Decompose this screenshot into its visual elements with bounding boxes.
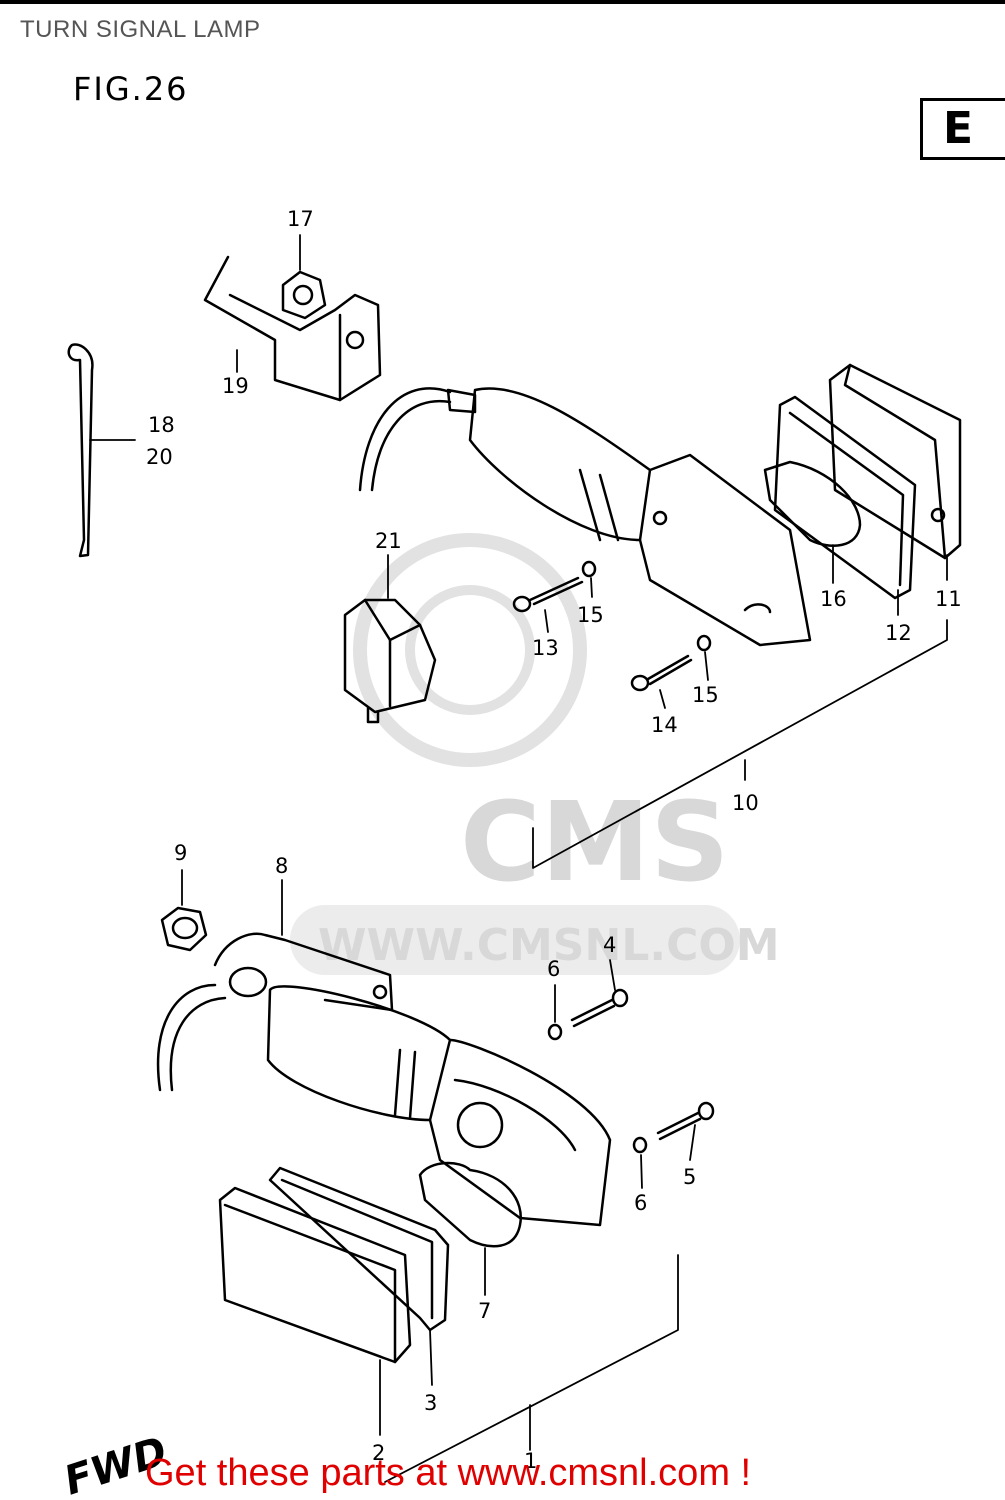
nut-9 [160,906,208,952]
callout-15b: 15 [692,683,719,707]
callout-21: 21 [375,529,402,553]
watermark-url: WWW.CMSNL.COM [318,920,780,971]
screw-4 [570,988,629,1028]
callout-9: 9 [174,841,187,865]
washer-15a [581,560,597,578]
figure-label: FIG.26 [73,70,189,108]
callout-13: 13 [532,636,559,660]
washer-15b [696,634,712,652]
region-code-letter: E [943,103,974,154]
callout-6b: 6 [634,1191,647,1215]
washer-6a [547,1023,563,1041]
callout-6a: 6 [547,957,560,981]
lens-2 [218,1186,412,1364]
callout-3: 3 [424,1391,437,1415]
bracket-19 [203,255,382,402]
callout-4: 4 [603,933,616,957]
gasket-3 [268,1166,450,1332]
callout-17: 17 [287,207,314,231]
watermark-brand: CMS [460,778,729,906]
screw-5 [656,1101,715,1141]
callout-15a: 15 [577,603,604,627]
callout-12: 12 [885,621,912,645]
rear-turn-signal-assembly [358,363,962,647]
front-turn-signal-assembly [156,932,612,1227]
page-title: TURN SIGNAL LAMP [20,16,261,43]
callout-11: 11 [935,587,962,611]
region-code-box: E [920,98,1005,160]
callout-20: 20 [146,445,173,469]
cable-tie-18 [67,343,94,558]
washer-6b [632,1136,648,1154]
callout-16: 16 [820,587,847,611]
callout-8: 8 [275,854,288,878]
screw-13 [512,576,584,613]
relay-21 [343,598,437,724]
callout-7: 7 [478,1299,491,1323]
callout-5: 5 [683,1165,696,1189]
nut-17 [281,270,327,320]
bulb-7 [418,1161,523,1248]
callout-10: 10 [732,791,759,815]
get-parts-link[interactable]: Get these parts at www.cmsnl.com ! [145,1452,752,1494]
leader-lines [89,234,948,1483]
callout-labels: 17 19 18 20 21 13 15 14 15 16 12 11 10 9… [146,207,962,1473]
callout-1: 1 [524,1449,537,1473]
callout-18: 18 [148,413,175,437]
watermark: CMS WWW.CMSNL.COM [290,533,780,975]
callout-19: 19 [222,374,249,398]
top-rule [0,0,1005,4]
callout-2: 2 [372,1441,385,1465]
screw-14 [630,654,693,692]
callout-14: 14 [651,713,678,737]
